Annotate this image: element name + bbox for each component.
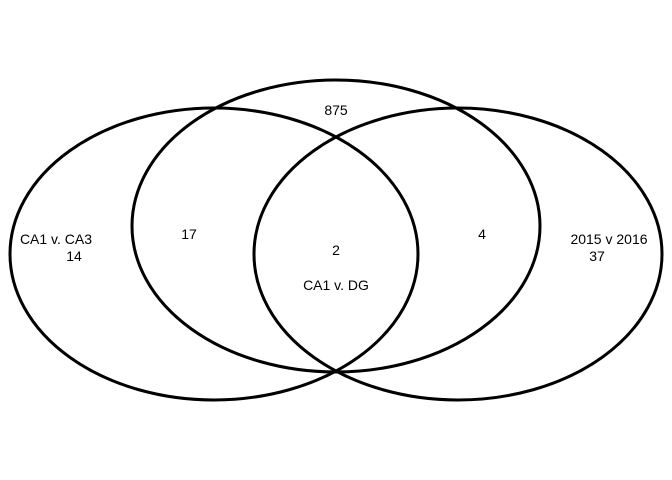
set-label-right: 2015 v 2016 (570, 231, 647, 247)
count-right-only: 37 (589, 248, 605, 264)
count-left-only: 14 (66, 248, 82, 264)
count-middle-right: 4 (478, 226, 486, 242)
count-left-middle: 17 (181, 226, 197, 242)
count-all-three: 2 (332, 242, 340, 258)
count-middle-only: 875 (324, 102, 348, 118)
set-circle-right (252, 106, 664, 402)
set-label-left: CA1 v. CA3 (20, 231, 92, 247)
set-label-middle: CA1 v. DG (303, 277, 369, 293)
